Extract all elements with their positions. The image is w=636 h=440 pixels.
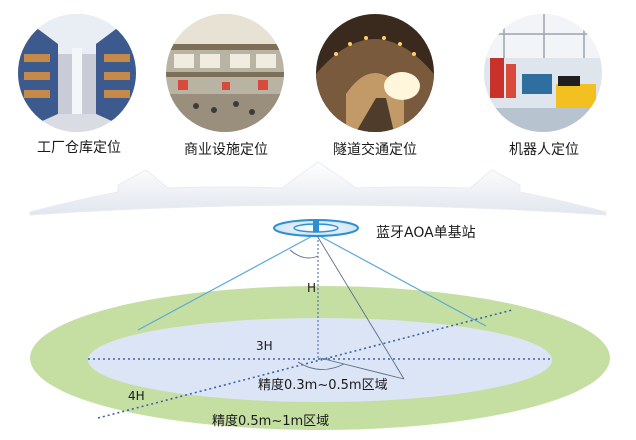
caption-tunnel: 隧道交通定位: [333, 142, 417, 158]
caption-robot: 机器人定位: [509, 142, 579, 158]
inner-zone-label: 精度0.3m~0.5m区域: [258, 378, 388, 393]
upward-arrows-band: [29, 161, 607, 216]
bluetooth-aoa-antenna-icon: [273, 219, 359, 237]
diameter-4h-label: 4H: [128, 389, 145, 403]
beam-line-right: [315, 233, 487, 327]
angle-arc-top: [289, 249, 319, 259]
warehouse-photo: [18, 14, 136, 132]
mall-photo: [166, 14, 284, 132]
beam-line-to-tag: [315, 233, 405, 380]
diameter-3h-label: 3H: [256, 339, 273, 353]
inner-zone: [88, 318, 552, 402]
angle-arc-ground: [297, 361, 345, 370]
height-label: H: [307, 281, 317, 295]
station-label: 蓝牙AOA单基站: [376, 225, 476, 241]
diameter-line-4h: [97, 309, 513, 419]
ground-segment: [319, 357, 405, 380]
caption-warehouse: 工厂仓库定位: [37, 140, 121, 156]
tunnel-photo: [316, 14, 434, 132]
robot-factory-photo: [484, 14, 602, 132]
outer-zone-label: 精度0.5m~1m区域: [212, 414, 330, 429]
beam-line-left: [137, 233, 317, 331]
caption-mall: 商业设施定位: [184, 142, 268, 158]
